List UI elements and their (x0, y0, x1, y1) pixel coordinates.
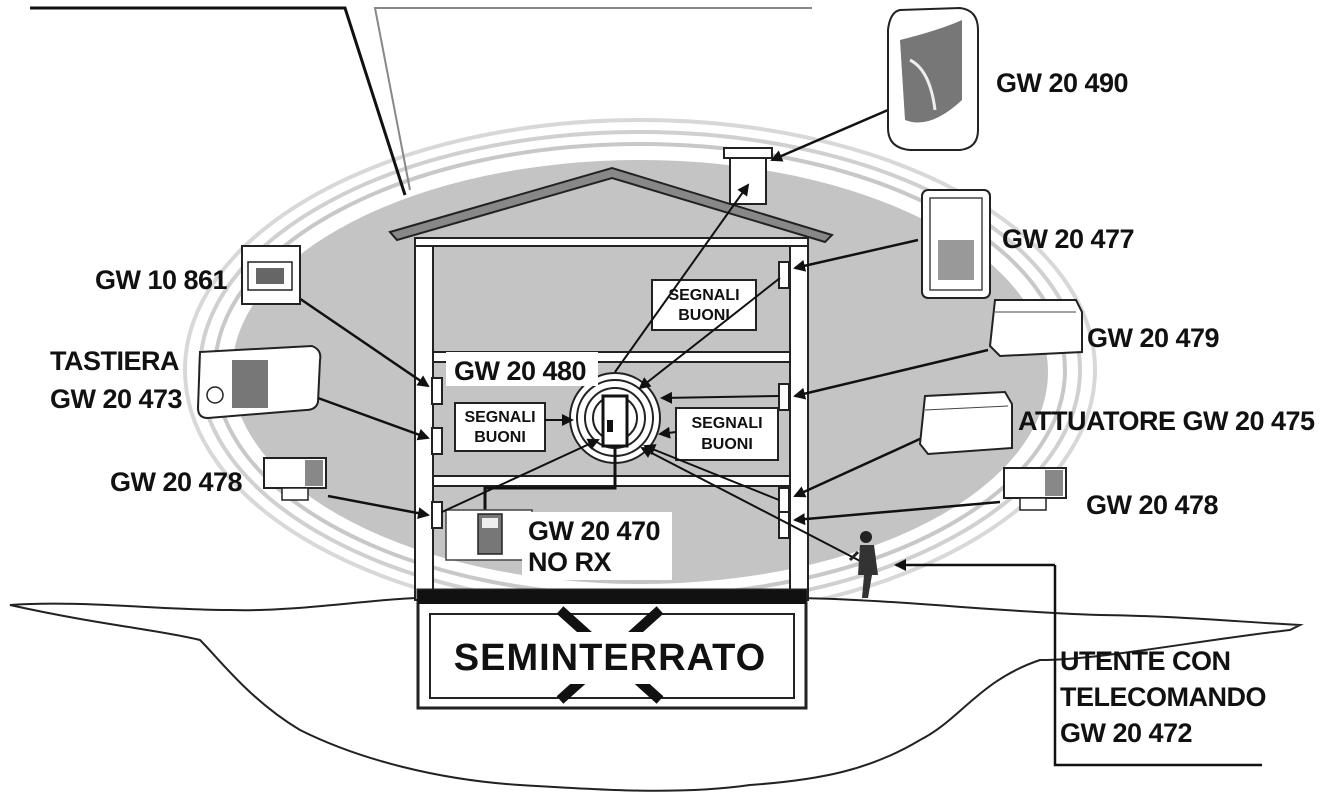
contact-sensor-icon-left (263, 457, 327, 501)
label-utente-1: UTENTE CON (1060, 646, 1231, 676)
sensor-right-4 (778, 511, 790, 539)
chimney (729, 151, 767, 205)
sensor-right-3 (778, 487, 790, 515)
label-tastiera-1: TASTIERA (50, 346, 179, 376)
actuator-icon (918, 390, 1013, 456)
signal-box-left: SEGNALI BUONI (454, 402, 546, 452)
sensor-left-3 (431, 501, 443, 529)
label-gw20478-left: GW 20 478 (110, 467, 243, 497)
wall-sensors (431, 261, 790, 539)
person-with-remote-icon (848, 531, 878, 598)
upper-floor (432, 351, 791, 363)
keypad-icon (196, 344, 322, 420)
svg-text:BUONI: BUONI (678, 307, 730, 324)
switch-plate-icon (241, 245, 301, 305)
internal-signal-arrows (441, 183, 863, 563)
label-gw20490: GW 20 490 (996, 68, 1128, 98)
lower-floor (432, 475, 791, 487)
svg-text:SEGNALI: SEGNALI (691, 415, 762, 432)
contact-sensor-icon-right (1003, 467, 1067, 511)
svg-text:BUONI: BUONI (474, 429, 526, 446)
roof (388, 166, 834, 244)
label-attuatore: ATTUATORE GW 20 475 (1018, 406, 1315, 436)
sensor-left-2 (431, 427, 443, 455)
control-unit-icon (445, 509, 533, 561)
label-tastiera-2: GW 20 473 (50, 384, 183, 414)
label-gw20479: GW 20 479 (1087, 323, 1220, 353)
svg-text:BUONI: BUONI (701, 436, 753, 453)
device-arrows (295, 108, 1262, 767)
label-utente-3: GW 20 472 (1060, 718, 1192, 748)
signal-box-top: SEGNALI BUONI (651, 279, 757, 331)
motion-sensor-icon (921, 189, 991, 299)
control-unit-label-1: GW 20 470 (528, 516, 660, 546)
control-unit-label-2: NO RX (528, 547, 612, 577)
sensor-left-1 (431, 377, 443, 405)
repeater-label: GW 20 480 (454, 356, 586, 386)
sensor-right-1 (778, 261, 790, 289)
house: SEMINTERRATO (388, 147, 834, 710)
label-gw10861: GW 10 861 (95, 265, 228, 295)
basement-label: SEMINTERRATO (454, 637, 767, 679)
label-gw20478-right: GW 20 478 (1086, 490, 1219, 520)
receiver-icon (988, 299, 1083, 358)
svg-text:SEGNALI: SEGNALI (464, 409, 535, 426)
siren-icon (887, 6, 979, 151)
label-utente-2: TELECOMANDO (1060, 682, 1266, 712)
label-gw20477: GW 20 477 (1002, 224, 1134, 254)
sensor-right-2 (778, 383, 790, 411)
callout-frame (30, 6, 812, 196)
signal-box-right: SEGNALI BUONI (675, 407, 779, 461)
svg-text:SEGNALI: SEGNALI (668, 287, 739, 304)
